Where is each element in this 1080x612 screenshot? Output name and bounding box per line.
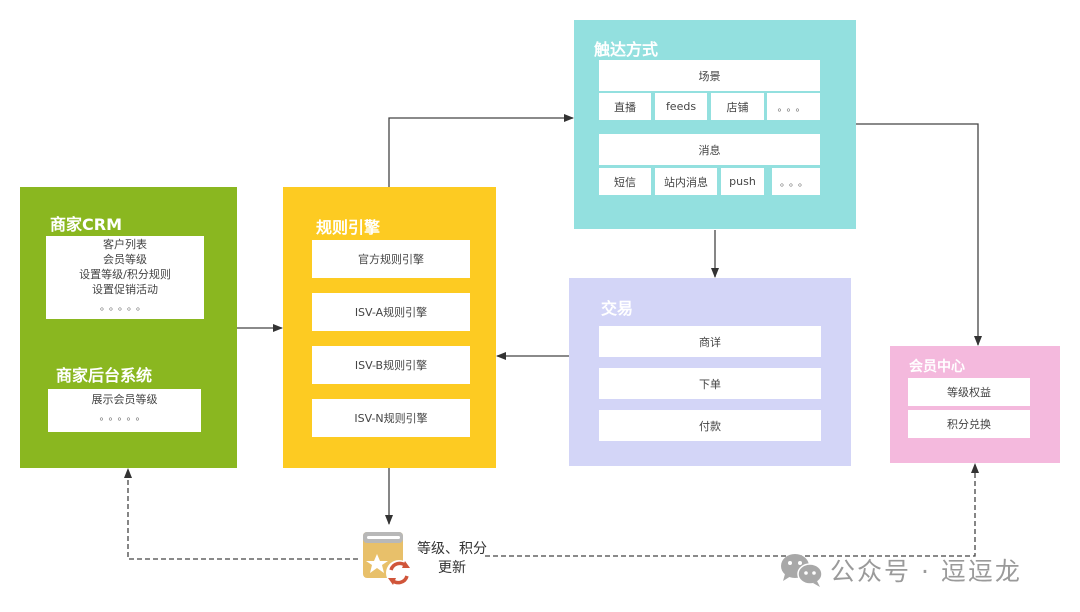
trade-item: 付款 [599,410,821,441]
wechat-icon [779,552,825,588]
crm-list: 客户列表 会员等级 设置等级/积分规则 设置促销活动 。。。。。 [46,236,204,319]
crm-item: 设置等级/积分规则 [79,268,171,281]
backend-item: 展示会员等级 [91,393,158,406]
crm-title: 商家CRM [50,215,122,234]
watermark-text: 公众号 · 逗逗龙 [830,557,1022,586]
trade-title: 交易 [601,299,634,318]
update-caption-line2: 更新 [438,560,466,576]
crm-item: 客户列表 [103,238,147,251]
member-title: 会员中心 [909,359,965,375]
rules-item-isv-n: ISV-N规则引擎 [312,399,470,437]
merchant-panel: 商家CRM 客户列表 会员等级 设置等级/积分规则 设置促销活动 。。。。。 商… [20,187,237,468]
scene-item: 店铺 [711,93,764,120]
arrow-reach-to-member [856,123,982,346]
rules-panel: 规则引擎 官方规则引擎 ISV-A规则引擎 ISV-B规则引擎 ISV-N规则引… [283,187,496,468]
member-item: 积分兑换 [908,410,1030,438]
crm-more: 。。。。。 [100,302,150,313]
reach-panel: 触达方式 场景 直播 feeds 店铺 。。。 消息 短信 站内消息 push … [574,20,856,229]
backend-more: 。。。。。 [99,412,150,423]
trade-panel: 交易 商详 下单 付款 [569,278,851,466]
message-item: 短信 [599,168,651,195]
scene-label: 场景 [599,60,820,91]
update-caption: 等级、积分 更新 [412,540,492,578]
message-item: 站内消息 [655,168,717,195]
scene-item: 直播 [599,93,651,120]
crm-item: 设置促销活动 [92,283,158,296]
rules-title: 规则引擎 [316,218,381,237]
message-label: 消息 [599,134,820,165]
arrow-rules-to-reach [388,114,574,187]
reach-title: 触达方式 [594,40,659,59]
backend-title: 商家后台系统 [56,366,153,385]
book-refresh-icon [361,530,417,586]
scene-item-more: 。。。 [767,93,820,120]
trade-item: 商详 [599,326,821,357]
rules-item-isv-b: ISV-B规则引擎 [312,346,470,384]
rules-item-isv-a: ISV-A规则引擎 [312,293,470,331]
message-item-more: 。。。 [772,168,820,195]
member-item: 等级权益 [908,378,1030,406]
update-caption-line1: 等级、积分 [417,541,487,557]
backend-list: 展示会员等级 。。。。。 [48,389,201,432]
arrow-update-to-member [485,463,979,557]
arrow-update-to-merchant [124,468,358,560]
rules-item-official: 官方规则引擎 [312,240,470,278]
crm-item: 会员等级 [103,253,147,266]
member-panel: 会员中心 等级权益 积分兑换 [890,346,1060,463]
trade-item: 下单 [599,368,821,399]
message-item: push [721,168,764,195]
scene-item: feeds [655,93,707,120]
